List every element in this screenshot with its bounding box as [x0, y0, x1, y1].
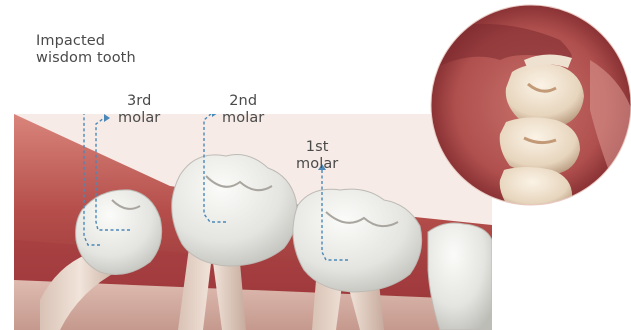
- first-molar-label-line2: molar: [296, 156, 338, 173]
- impacted-wisdom-tooth: [76, 190, 162, 275]
- impacted-wisdom-tooth-label: Impacted wisdom tooth: [36, 33, 136, 67]
- second-molar-label-line1: 2nd: [222, 93, 264, 110]
- third-molar-label-line2: molar: [118, 110, 160, 127]
- impacted-label-line1: Impacted: [36, 33, 136, 50]
- impacted-arrowhead: [92, 90, 98, 98]
- second-molar-label: 2nd molar: [222, 93, 264, 127]
- first-molar-label-line1: 1st: [296, 139, 338, 156]
- second-molar-label-line2: molar: [222, 110, 264, 127]
- first-molar-label: 1st molar: [296, 139, 338, 173]
- third-molar-label: 3rd molar: [118, 93, 160, 127]
- impacted-label-line2: wisdom tooth: [36, 50, 136, 67]
- premolar: [428, 223, 492, 330]
- third-molar-label-line1: 3rd: [118, 93, 160, 110]
